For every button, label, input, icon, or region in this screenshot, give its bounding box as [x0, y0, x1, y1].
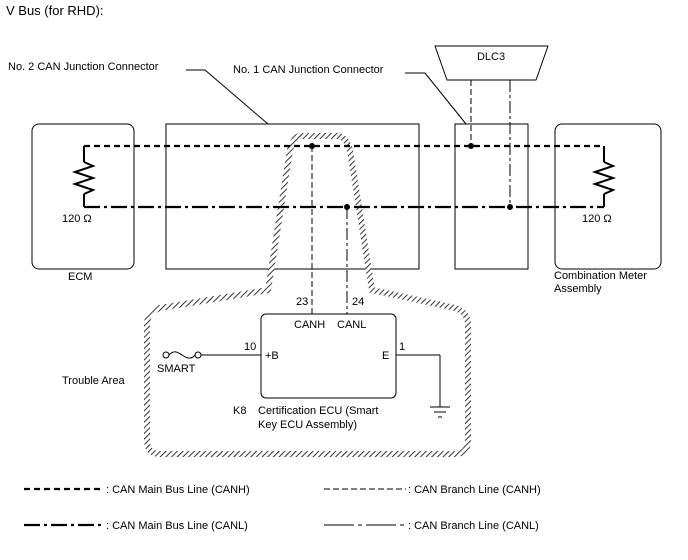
combination-meter-box [554, 123, 662, 270]
ecu-canh-pin-number: 23 [296, 296, 308, 308]
fuse-terminal-right [194, 351, 202, 359]
no2-junction-label: No. 2 CAN Junction Connector [8, 61, 159, 73]
dlc3-connector [434, 45, 549, 81]
ecu-canl-pin-number: 24 [352, 296, 364, 308]
ecm-box [31, 123, 135, 270]
dlc3-label: DLC3 [477, 51, 505, 63]
diagram-title: V Bus (for RHD): [6, 3, 104, 18]
ecu-b-pin-number: 10 [244, 341, 256, 353]
ground-icon [430, 406, 450, 418]
no1-leader-line [405, 72, 467, 125]
ecu-name-line1: Certification ECU (Smart [258, 405, 378, 417]
ecu-canl-label: CANL [337, 319, 366, 331]
no2-leader-line [186, 69, 269, 125]
ecu-e-pin-number: 1 [399, 341, 405, 353]
ecm-resistor-icon [71, 161, 97, 195]
smart-fuse-icon [168, 351, 196, 359]
certification-ecu-box [260, 313, 397, 399]
ecu-canh-junction [309, 143, 315, 149]
ecm-resistor-value: 120 Ω [62, 213, 92, 225]
no2-junction-box [165, 123, 420, 270]
fuse-terminal-left [162, 351, 170, 359]
legend-branch-canh-text: : CAN Branch Line (CANH) [408, 484, 541, 496]
trouble-area-label: Trouble Area [62, 375, 125, 387]
ecu-b-label: +B [265, 350, 279, 362]
no1-junction-box [454, 123, 529, 270]
ecu-name-line2: Key ECU Assembly) [258, 419, 357, 431]
ecm-label: ECM [68, 271, 92, 283]
dlc3-canh-junction [468, 143, 474, 149]
combination-meter-label-line2: Assembly [554, 283, 602, 295]
ecu-code: K8 [233, 405, 246, 417]
ecu-e-label: E [382, 350, 389, 362]
combination-meter-label-line1: Combination Meter [554, 270, 647, 282]
no1-junction-label: No. 1 CAN Junction Connector [233, 64, 384, 76]
trouble-area-band [144, 133, 471, 457]
ecu-canl-junction [344, 204, 350, 210]
legend-main-canl-text: : CAN Main Bus Line (CANL) [106, 520, 248, 532]
legend-main-canh-text: : CAN Main Bus Line (CANH) [106, 484, 250, 496]
smart-fuse-label: SMART [157, 363, 196, 375]
meter-resistor-value: 120 Ω [582, 213, 612, 225]
ecu-canh-label: CANH [294, 319, 325, 331]
legend-branch-canl-text: : CAN Branch Line (CANL) [408, 520, 539, 532]
meter-resistor-icon [591, 161, 617, 195]
dlc3-canl-junction [507, 204, 513, 210]
